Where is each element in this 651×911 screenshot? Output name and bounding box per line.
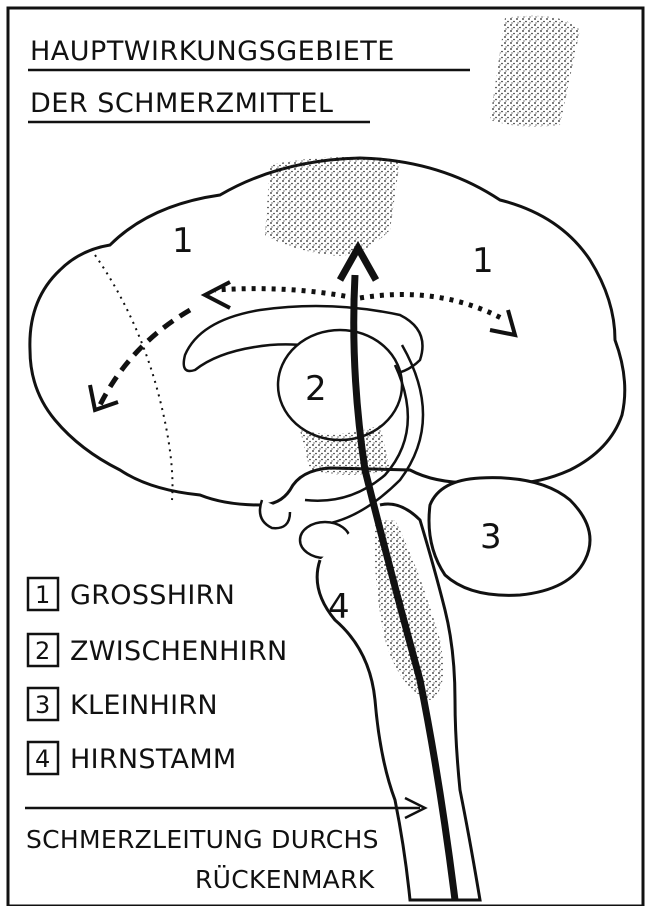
legend: 1 GROSSHIRN 2 ZWISCHENHIRN 3 KLEINHIRN 4…	[28, 578, 288, 775]
footer-line2: RÜCKENMARK	[195, 865, 375, 894]
diencephalon	[278, 330, 402, 440]
region-label-1a: 1	[172, 221, 194, 261]
region-label-4: 4	[328, 587, 350, 627]
legend-num-4: 4	[35, 745, 50, 773]
legend-label-2: ZWISCHENHIRN	[70, 636, 288, 667]
region-label-3: 3	[480, 517, 502, 557]
title-line2: DER SCHMERZMITTEL	[30, 88, 333, 119]
region-label-2: 2	[305, 369, 327, 409]
legend-num-2: 2	[35, 637, 50, 665]
legend-label-3: KLEINHIRN	[70, 690, 218, 721]
footer-line1: SCHMERZLEITUNG DURCHS	[26, 825, 379, 854]
cerebellum	[429, 478, 590, 596]
title-line1: HAUPTWIRKUNGSGEBIETE	[30, 36, 395, 67]
stipple-swatch	[490, 16, 580, 127]
legend-label-1: GROSSHIRN	[70, 580, 235, 611]
legend-label-4: HIRNSTAMM	[70, 744, 237, 775]
legend-num-3: 3	[35, 691, 50, 719]
pituitary	[260, 500, 290, 528]
region-label-1b: 1	[472, 241, 494, 281]
legend-num-1: 1	[35, 581, 50, 609]
